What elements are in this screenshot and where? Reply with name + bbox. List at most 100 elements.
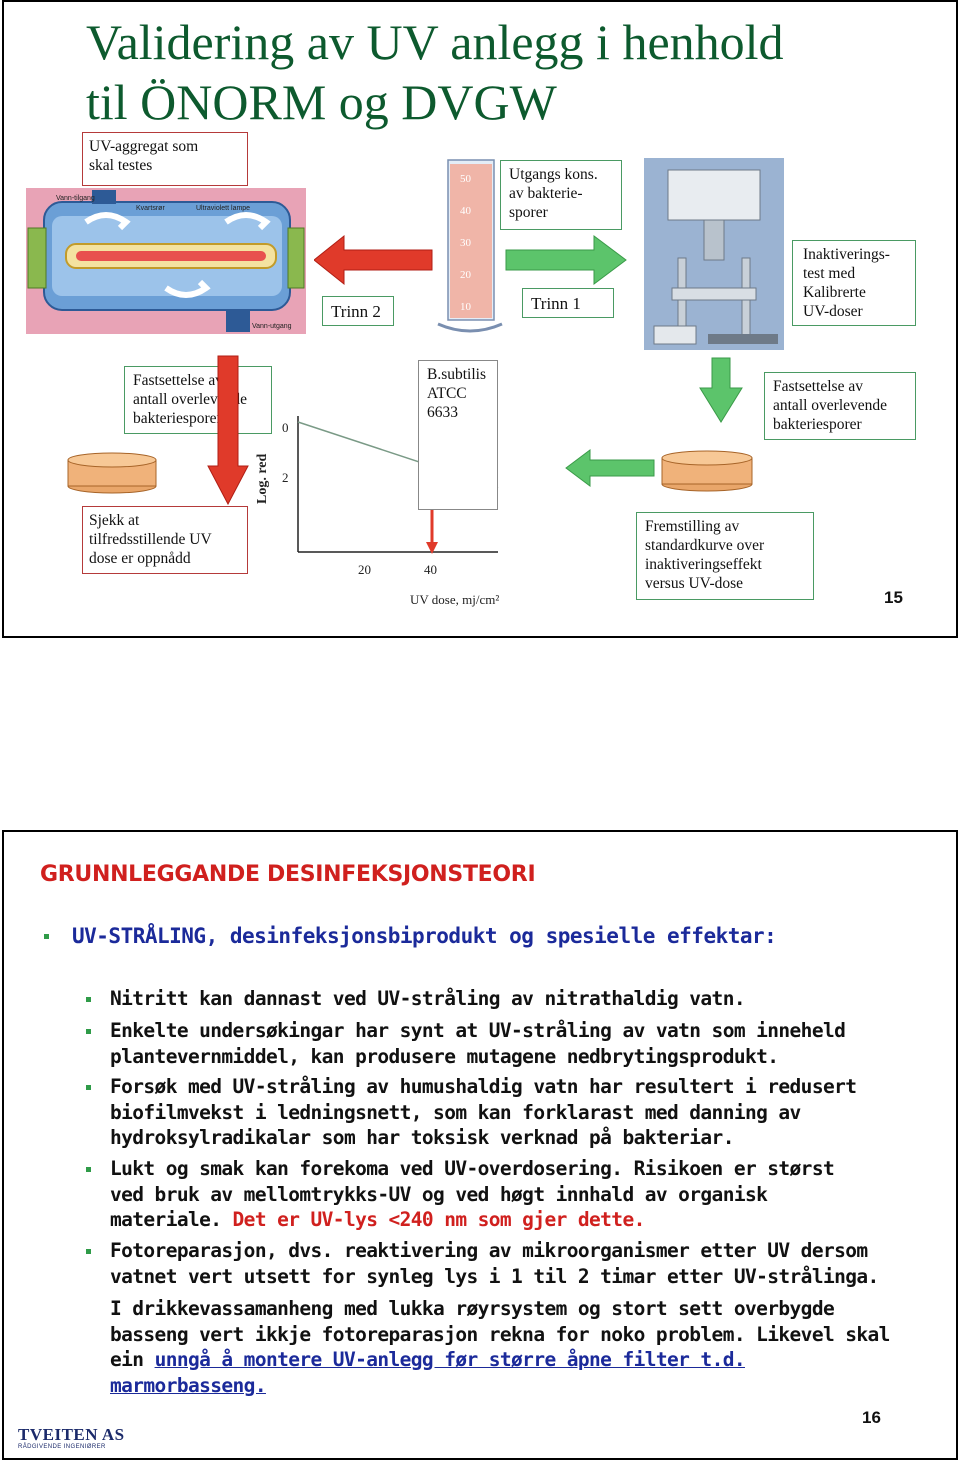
bullet-icon [86, 1249, 91, 1254]
title-line-1: Validering av UV anlegg i henhold [86, 14, 784, 70]
trinn-1-box: Trinn 1 [522, 288, 614, 318]
scale-label: 20 [460, 269, 472, 281]
logo-text: TVEITEN AS [18, 1425, 125, 1444]
box-line: inaktiveringseffekt [645, 556, 762, 573]
arrow-down-red-icon [207, 355, 249, 506]
item-line: hydroksylradikalar som har toksisk verkn… [110, 1126, 734, 1149]
para-link[interactable]: unngå å montere UV-anlegg før større åpn… [154, 1348, 746, 1371]
box-line: bakteriesporer [773, 416, 862, 433]
item-line: Forsøk med UV-stråling av humushaldig va… [110, 1075, 857, 1098]
box-line: skal testes [89, 157, 153, 174]
page-number: 16 [862, 1408, 881, 1427]
box-line: versus UV-dose [645, 575, 744, 592]
item-line: Lukt og smak kan forekoma ved UV-overdos… [110, 1157, 835, 1180]
list-item: Forsøk med UV-stråling av humushaldig va… [110, 1074, 940, 1151]
marker-arrow-head [426, 542, 438, 554]
sjekk-box: Sjekk at tilfredsstillende UV dose er op… [82, 506, 248, 574]
utgangs-kons-box: Utgangs kons. av bakterie- sporer [500, 160, 622, 230]
box-line: sporer [509, 204, 548, 221]
bullet-icon [86, 1029, 91, 1034]
fastsettelse-right-box: Fastsettelse av antall overlevende bakte… [764, 372, 916, 440]
box-line: antall overlevende [773, 397, 888, 414]
box-line: Inaktiverings- [803, 246, 890, 263]
uv-reactor-illustration: Vann-tilgang Kvartsrør Ultraviolett lamp… [26, 188, 306, 334]
slide-subtitle: UV-STRÅLING, desinfeksjonsbiprodukt og s… [72, 924, 777, 948]
bullet-icon [86, 997, 91, 1002]
box-line: bakteriesporer [133, 410, 222, 427]
box-line: Kalibrerte [803, 284, 866, 301]
x-axis-label: UV dose, mj/cm² [410, 592, 499, 607]
box-line: ATCC 6633 [427, 385, 467, 421]
arrow-down-green-icon [699, 357, 743, 423]
graduated-cylinder-icon: 50 40 30 20 10 [437, 159, 503, 333]
box-line: test med [803, 265, 856, 282]
page-number: 15 [884, 588, 903, 607]
uv-aggregat-box: UV-aggregat som skal testes [82, 132, 248, 186]
y-tick-label: 2 [282, 470, 289, 485]
list-item: Lukt og smak kan forekoma ved UV-overdos… [110, 1156, 940, 1233]
item-highlight: Det er UV-lys <240 nm som gjer dette. [232, 1208, 646, 1231]
list-item: Enkelte undersøkingar har synt at UV-str… [110, 1018, 940, 1069]
arrow-left-red-icon [314, 234, 433, 286]
arrow-left-green-icon [565, 449, 655, 487]
box-line: tilfredsstillende UV [89, 531, 212, 548]
para-line: I drikkevassamanheng med lukka røyrsyste… [110, 1297, 835, 1320]
reactor-label-outlet: Vann-utgang [252, 323, 292, 330]
b-subtilis-box: B.subtilis ATCC 6633 [418, 360, 498, 510]
box-line: UV-aggregat som [89, 138, 199, 155]
bullet-icon [44, 934, 49, 939]
uv-apparatus-illustration [644, 158, 784, 350]
inaktivering-box: Inaktiverings- test med Kalibrerte UV-do… [792, 240, 916, 326]
petri-dish-right-icon [661, 450, 753, 492]
arrow-right-green-icon [505, 235, 627, 285]
item-line: biofilmvekst i ledningsnett, som kan for… [110, 1100, 801, 1124]
slide-15: Validering av UV anlegg i henhold til ÖN… [2, 0, 958, 638]
box-line: Fastsettelse av [133, 372, 223, 389]
x-tick-label: 20 [358, 562, 371, 577]
para-line: ein unngå å montere UV-anlegg før større… [110, 1347, 940, 1373]
list-item: Fotoreparasjon, dvs. reaktivering av mik… [110, 1238, 940, 1289]
item-line: ved bruk av mellomtrykks-UV og ved høgt … [110, 1182, 768, 1206]
fremstilling-box: Fremstilling av standardkurve over inakt… [636, 512, 814, 600]
item-line: Enkelte undersøkingar har synt at UV-str… [110, 1019, 846, 1042]
item-line: Nitritt kan dannast ved UV-stråling av n… [110, 987, 746, 1010]
bullet-icon [86, 1085, 91, 1090]
para-text: ein [110, 1348, 155, 1371]
company-logo: TVEITEN AS RÅDGIVENDE INGENIØRER [18, 1425, 138, 1451]
scale-label: 50 [460, 173, 472, 185]
trinn-2-box: Trinn 2 [322, 296, 394, 326]
list-item: Nitritt kan dannast ved UV-stråling av n… [110, 986, 940, 1012]
b-subtilis-spacer [422, 408, 502, 514]
item-line: materiale. Det er UV-lys <240 nm som gje… [110, 1207, 940, 1233]
box-line: standardkurve over [645, 537, 765, 554]
reactor-label-lamp: Ultraviolett lampe [196, 205, 250, 212]
item-line: vatnet vert utsett for synleg lys i 1 ti… [110, 1264, 879, 1288]
x-tick-label: 40 [424, 562, 437, 577]
box-line: Utgangs kons. [509, 166, 598, 183]
scale-label: 30 [460, 237, 472, 249]
item-line: plantevernmiddel, kan produsere mutagene… [110, 1044, 779, 1068]
bullet-icon [86, 1167, 91, 1172]
reactor-label-quartz: Kvartsrør [136, 205, 165, 212]
y-axis-label: Log. red [255, 453, 270, 504]
y-tick-label: 0 [282, 420, 289, 435]
scale-label: 40 [460, 205, 472, 217]
item-line: Fotoreparasjon, dvs. reaktivering av mik… [110, 1239, 868, 1262]
box-line: dose er oppnådd [89, 550, 191, 567]
para-link[interactable]: marmorbasseng. [110, 1373, 267, 1397]
logo-subtext: RÅDGIVENDE INGENIØRER [18, 1444, 106, 1450]
para-line: basseng vert ikkje fotoreparasjon rekna … [110, 1322, 890, 1346]
reactor-label-inlet: Vann-tilgang [56, 195, 95, 202]
box-line: Fremstilling av [645, 518, 740, 535]
title-line-2: til ÖNORM og DVGW [86, 74, 557, 130]
log-reduction-chart: Log. red 0 2 20 40 UV dose, mj/cm² [255, 416, 499, 607]
slide-title: GRUNNLEGGANDE DESINFEKSJONSTEORI [40, 862, 536, 887]
scale-label: 10 [460, 301, 472, 313]
slide-16: GRUNNLEGGANDE DESINFEKSJONSTEORI UV-STRÅ… [2, 830, 958, 1460]
box-line: Sjekk at [89, 512, 140, 529]
petri-dish-left-icon [67, 452, 157, 494]
box-line: av bakterie- [509, 185, 583, 202]
slide-title: Validering av UV anlegg i henhold til ÖN… [86, 12, 886, 132]
item-text: materiale. [110, 1208, 233, 1231]
box-line: B.subtilis [427, 366, 487, 383]
